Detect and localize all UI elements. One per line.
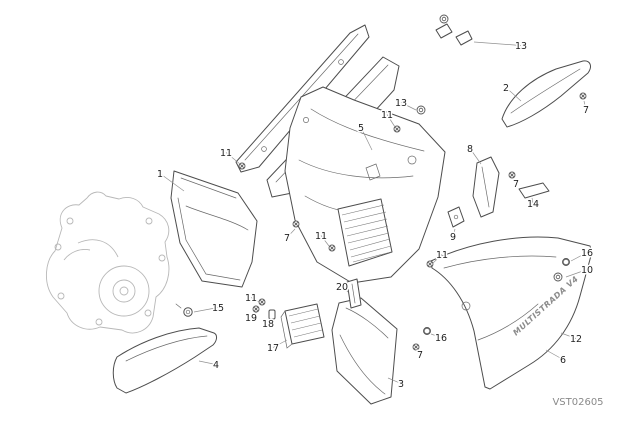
callout-leader-line [360, 127, 373, 151]
callout-20: 20 [336, 282, 348, 293]
part-5-main-inner-fairing [284, 86, 446, 284]
screw-icon [292, 220, 300, 228]
callout-7: 7 [513, 179, 519, 190]
callout-leader-line [505, 87, 522, 102]
callout-leader-line [545, 349, 564, 360]
callout-11: 11 [220, 148, 232, 159]
part-2-upper-winglet [501, 60, 591, 128]
screw-icon [426, 260, 434, 268]
screw-icon [328, 244, 336, 252]
callout-7: 7 [417, 350, 423, 361]
callout-leader-line [452, 228, 456, 237]
engine-crankcase-outline [46, 191, 170, 334]
rivet-icon [553, 272, 563, 282]
callout-15: 15 [212, 303, 224, 314]
part-8-pillar-trim [472, 156, 500, 218]
callout-7: 7 [284, 233, 290, 244]
callout-16: 16 [435, 333, 447, 344]
callout-leader-line [159, 173, 185, 192]
callout-10: 10 [581, 265, 593, 276]
callout-19: 19 [245, 313, 257, 324]
part-6-right-side-fairing: MULTISTRADA V4 [430, 236, 593, 390]
callout-11: 11 [381, 110, 393, 121]
callout-leader-line [272, 339, 288, 348]
rivet-icon [416, 105, 426, 115]
callout-leader-line [473, 41, 522, 46]
callout-leader-line [570, 252, 588, 262]
callout-5: 5 [358, 123, 364, 134]
callout-3: 3 [398, 379, 404, 390]
screw-icon [252, 305, 260, 313]
callout-leader-line [387, 377, 402, 384]
callout-leader-line [531, 197, 534, 204]
callout-leader-line [560, 332, 577, 339]
callout-leader-line [267, 318, 273, 324]
callout-4: 4 [213, 360, 219, 371]
mounting-clips [435, 14, 473, 46]
callout-12: 12 [570, 334, 582, 345]
callout-leader-line [193, 307, 219, 313]
screw-icon [508, 171, 516, 179]
callout-17: 17 [267, 343, 279, 354]
bolt-icon [562, 258, 570, 266]
callout-14: 14 [527, 199, 539, 210]
callout-leader-line [341, 286, 349, 293]
callout-1: 1 [157, 169, 163, 180]
part-14-bracket [518, 182, 550, 199]
rivet-icon [439, 14, 449, 24]
vent-grille [337, 198, 393, 267]
callout-leader-line [250, 311, 258, 318]
screw-icon [258, 298, 266, 306]
part-18-spacer [268, 309, 276, 320]
part-15-screw-washer [175, 303, 193, 317]
callout-13: 13 [395, 98, 407, 109]
callout-leader-line [565, 269, 588, 278]
part-3-lower-center-panel [331, 297, 398, 405]
callout-11: 11 [315, 231, 327, 242]
callout-leader-line [320, 235, 330, 247]
callout-leader-line [583, 100, 587, 110]
callout-6: 6 [560, 355, 566, 366]
part-1-side-deflector-panel [170, 170, 258, 288]
callout-2: 2 [503, 83, 509, 94]
callout-leader-line [400, 102, 417, 111]
callout-18: 18 [262, 319, 274, 330]
callout-16: 16 [581, 248, 593, 259]
callout-9: 9 [450, 232, 456, 243]
screw-icon [579, 92, 587, 100]
callout-leader-line [198, 360, 217, 365]
callout-13: 13 [515, 41, 527, 52]
callout-leader-line [416, 349, 421, 355]
callout-11: 11 [436, 250, 448, 261]
part-17-bracket [280, 303, 325, 349]
part-9-clip [447, 206, 465, 228]
callout-leader-line [430, 333, 442, 338]
callout-leader-line [432, 254, 443, 264]
callout-leader-line [225, 152, 241, 165]
diagram-code: VST02605 [552, 397, 603, 408]
callout-leader-line [386, 114, 396, 128]
callout-leader-line [512, 178, 517, 184]
bolt-icon [423, 327, 431, 335]
part-20-spacer [346, 278, 362, 309]
callout-11: 11 [245, 293, 257, 304]
callout-leader-line [469, 148, 482, 165]
callout-7: 7 [583, 105, 589, 116]
callout-8: 8 [467, 144, 473, 155]
callout-leader-line [286, 228, 296, 238]
part-4-lower-left-panel [112, 327, 217, 394]
callout-leader-line [250, 297, 260, 303]
